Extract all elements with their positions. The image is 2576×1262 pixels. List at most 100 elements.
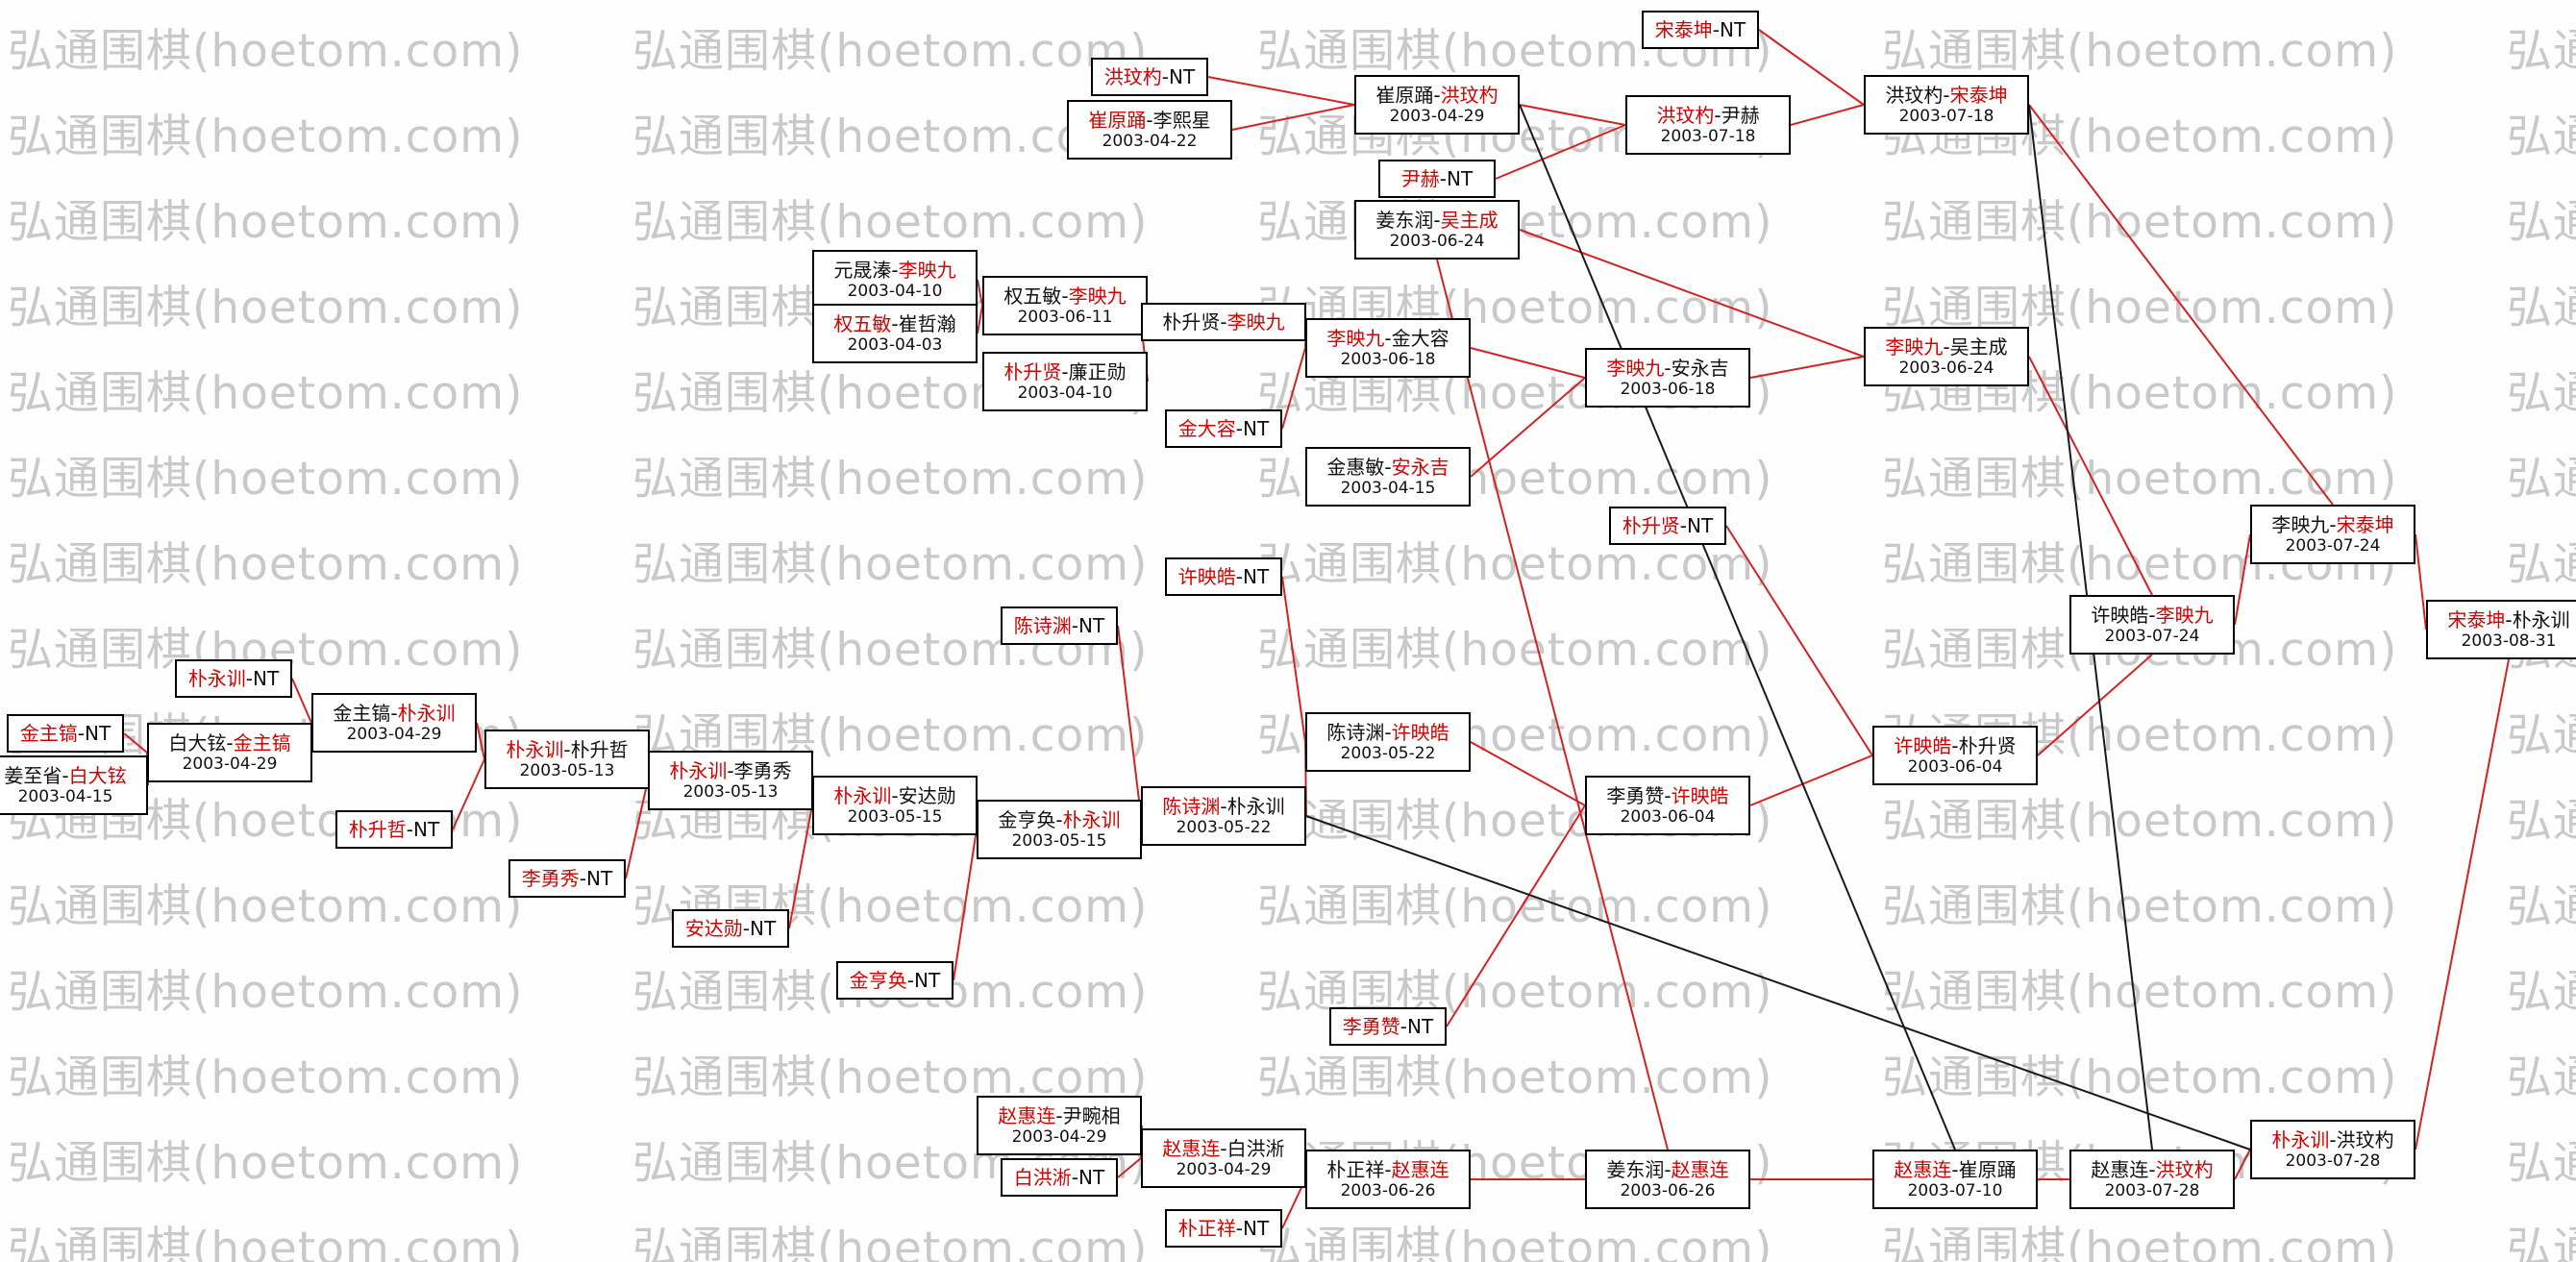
player-name: 金亨奂- xyxy=(998,807,1063,831)
player-name: -洪玟杓 xyxy=(2329,1127,2394,1151)
player-name: 崔原踊- xyxy=(1375,83,1441,107)
player-name: 李勇赞- xyxy=(1606,783,1672,807)
bye-box: 尹赫-NT xyxy=(1378,160,1496,198)
bye-box: 宋泰坤-NT xyxy=(1642,11,1759,49)
match-title: 李勇赞-许映皓 xyxy=(1606,784,1728,807)
player-name: -李勇秀 xyxy=(727,758,792,782)
winner-name: 陈诗渊 xyxy=(1162,794,1221,818)
player-name: -朴永训 xyxy=(1220,794,1285,818)
winner-name: 宋泰坤 xyxy=(2447,607,2506,631)
player-name: 赵惠连- xyxy=(2091,1157,2156,1181)
match-date: 2003-04-29 xyxy=(346,724,442,744)
match-date: 2003-06-26 xyxy=(1620,1180,1716,1200)
match-date: 2003-06-24 xyxy=(1898,358,1994,378)
connector-line xyxy=(2037,654,2153,756)
player-name: -金大容 xyxy=(1384,326,1449,350)
player-name: -崔原踊 xyxy=(1951,1157,2017,1181)
player-name: 许映皓- xyxy=(2091,603,2156,627)
player-name: -朴升贤 xyxy=(1951,733,2017,757)
connector-line xyxy=(1495,124,1626,180)
watermark-text: 弘通围棋(hoetom.com) xyxy=(2507,453,2576,506)
player-name: -NT xyxy=(1235,1217,1270,1240)
winner-name: 朴永训 xyxy=(397,701,456,725)
match-date: 2003-04-29 xyxy=(1389,106,1485,126)
winner-name: 金主镐 xyxy=(19,722,78,745)
watermark-text: 弘通围棋(hoetom.com) xyxy=(1882,25,2398,78)
connector-line xyxy=(476,722,485,760)
player-name: -NT xyxy=(1235,417,1270,440)
player-name: 朴正祥- xyxy=(1326,1157,1392,1181)
watermark-text: 弘通围棋(hoetom.com) xyxy=(2507,282,2576,334)
match-date: 2003-04-03 xyxy=(847,334,943,355)
watermark-text: 弘通围棋(hoetom.com) xyxy=(8,880,524,933)
winner-name: 朴永训 xyxy=(833,783,892,807)
watermark-text: 弘通围棋(hoetom.com) xyxy=(2507,1137,2576,1190)
connector-line xyxy=(2028,356,2153,596)
connector-line xyxy=(2234,533,2251,626)
connector-line xyxy=(1281,347,1306,430)
match-title: 金大容-NT xyxy=(1178,417,1269,440)
bye-box: 朴升哲-NT xyxy=(335,810,453,849)
winner-name: 李勇赞 xyxy=(1342,1015,1400,1038)
connector-line xyxy=(788,804,813,929)
winner-name: 宋泰坤 xyxy=(1654,18,1713,41)
winner-name: 陈诗渊 xyxy=(1013,614,1072,637)
watermark-text: 弘通围棋(hoetom.com) xyxy=(2507,795,2576,848)
connector-line xyxy=(1519,104,1626,126)
connector-line xyxy=(2234,1149,2251,1180)
player-name: 姜至省- xyxy=(4,763,69,787)
player-name: -尹畹相 xyxy=(1055,1103,1121,1127)
winner-name: 李映九 xyxy=(2155,603,2214,627)
match-title: 陈诗渊-NT xyxy=(1014,614,1104,637)
connector-line xyxy=(953,829,978,981)
winner-name: 赵惠连 xyxy=(1671,1157,1729,1181)
watermark-text: 弘通围棋(hoetom.com) xyxy=(8,453,524,506)
player-name: 权五敏- xyxy=(1003,284,1069,308)
watermark-text: 弘通围棋(hoetom.com) xyxy=(632,538,1149,591)
match-date: 2003-07-18 xyxy=(1898,106,1994,126)
match-date: 2003-05-22 xyxy=(1176,817,1272,837)
match-title: 李勇赞-NT xyxy=(1343,1015,1433,1038)
match-date: 2003-04-29 xyxy=(182,754,278,774)
winner-name: 朴升贤 xyxy=(1622,514,1680,537)
bye-box: 朴升贤-NT xyxy=(1609,507,1726,545)
match-title: 白洪淅-NT xyxy=(1014,1166,1104,1189)
match-title: 李映九-金大容 xyxy=(1326,327,1449,350)
winner-name: 李映九 xyxy=(1326,326,1385,350)
match-title: 陈诗渊-朴永训 xyxy=(1162,795,1284,818)
connector-line xyxy=(1117,625,1142,817)
match-title: 金主镐-朴永训 xyxy=(333,702,455,725)
connector-line xyxy=(1470,347,1586,379)
match-box: 朴升贤-李映九 xyxy=(1141,303,1306,341)
winner-name: 白大铉 xyxy=(68,763,127,787)
winner-name: 朴永训 xyxy=(2271,1127,2330,1151)
connector-line xyxy=(1207,76,1355,106)
watermark-text: 弘通围棋(hoetom.com) xyxy=(632,1052,1149,1104)
match-title: 白大铉-金主镐 xyxy=(168,731,290,755)
connector-line xyxy=(2028,104,2334,506)
match-title: 元晟溱-李映九 xyxy=(833,259,955,282)
match-title: 洪玟杓-尹赫 xyxy=(1656,104,1759,127)
bye-box: 金亨奂-NT xyxy=(836,961,954,1000)
winner-name: 许映皓 xyxy=(1391,720,1449,744)
connector-line xyxy=(1446,804,1586,1027)
watermark-text: 弘通围棋(hoetom.com) xyxy=(1882,282,2398,334)
match-title: 李映九-安永吉 xyxy=(1606,357,1728,380)
bye-box: 金主镐-NT xyxy=(7,714,124,753)
connector-line xyxy=(1436,259,1669,1151)
watermark-text: 弘通围棋(hoetom.com) xyxy=(8,196,524,249)
match-title: 宋泰坤-朴永训 xyxy=(2447,608,2569,631)
player-name: 洪玟杓- xyxy=(1885,83,1950,107)
match-date: 2003-07-24 xyxy=(2104,626,2200,646)
match-date: 2003-05-15 xyxy=(847,806,943,827)
winner-name: 洪玟杓 xyxy=(1656,103,1715,127)
